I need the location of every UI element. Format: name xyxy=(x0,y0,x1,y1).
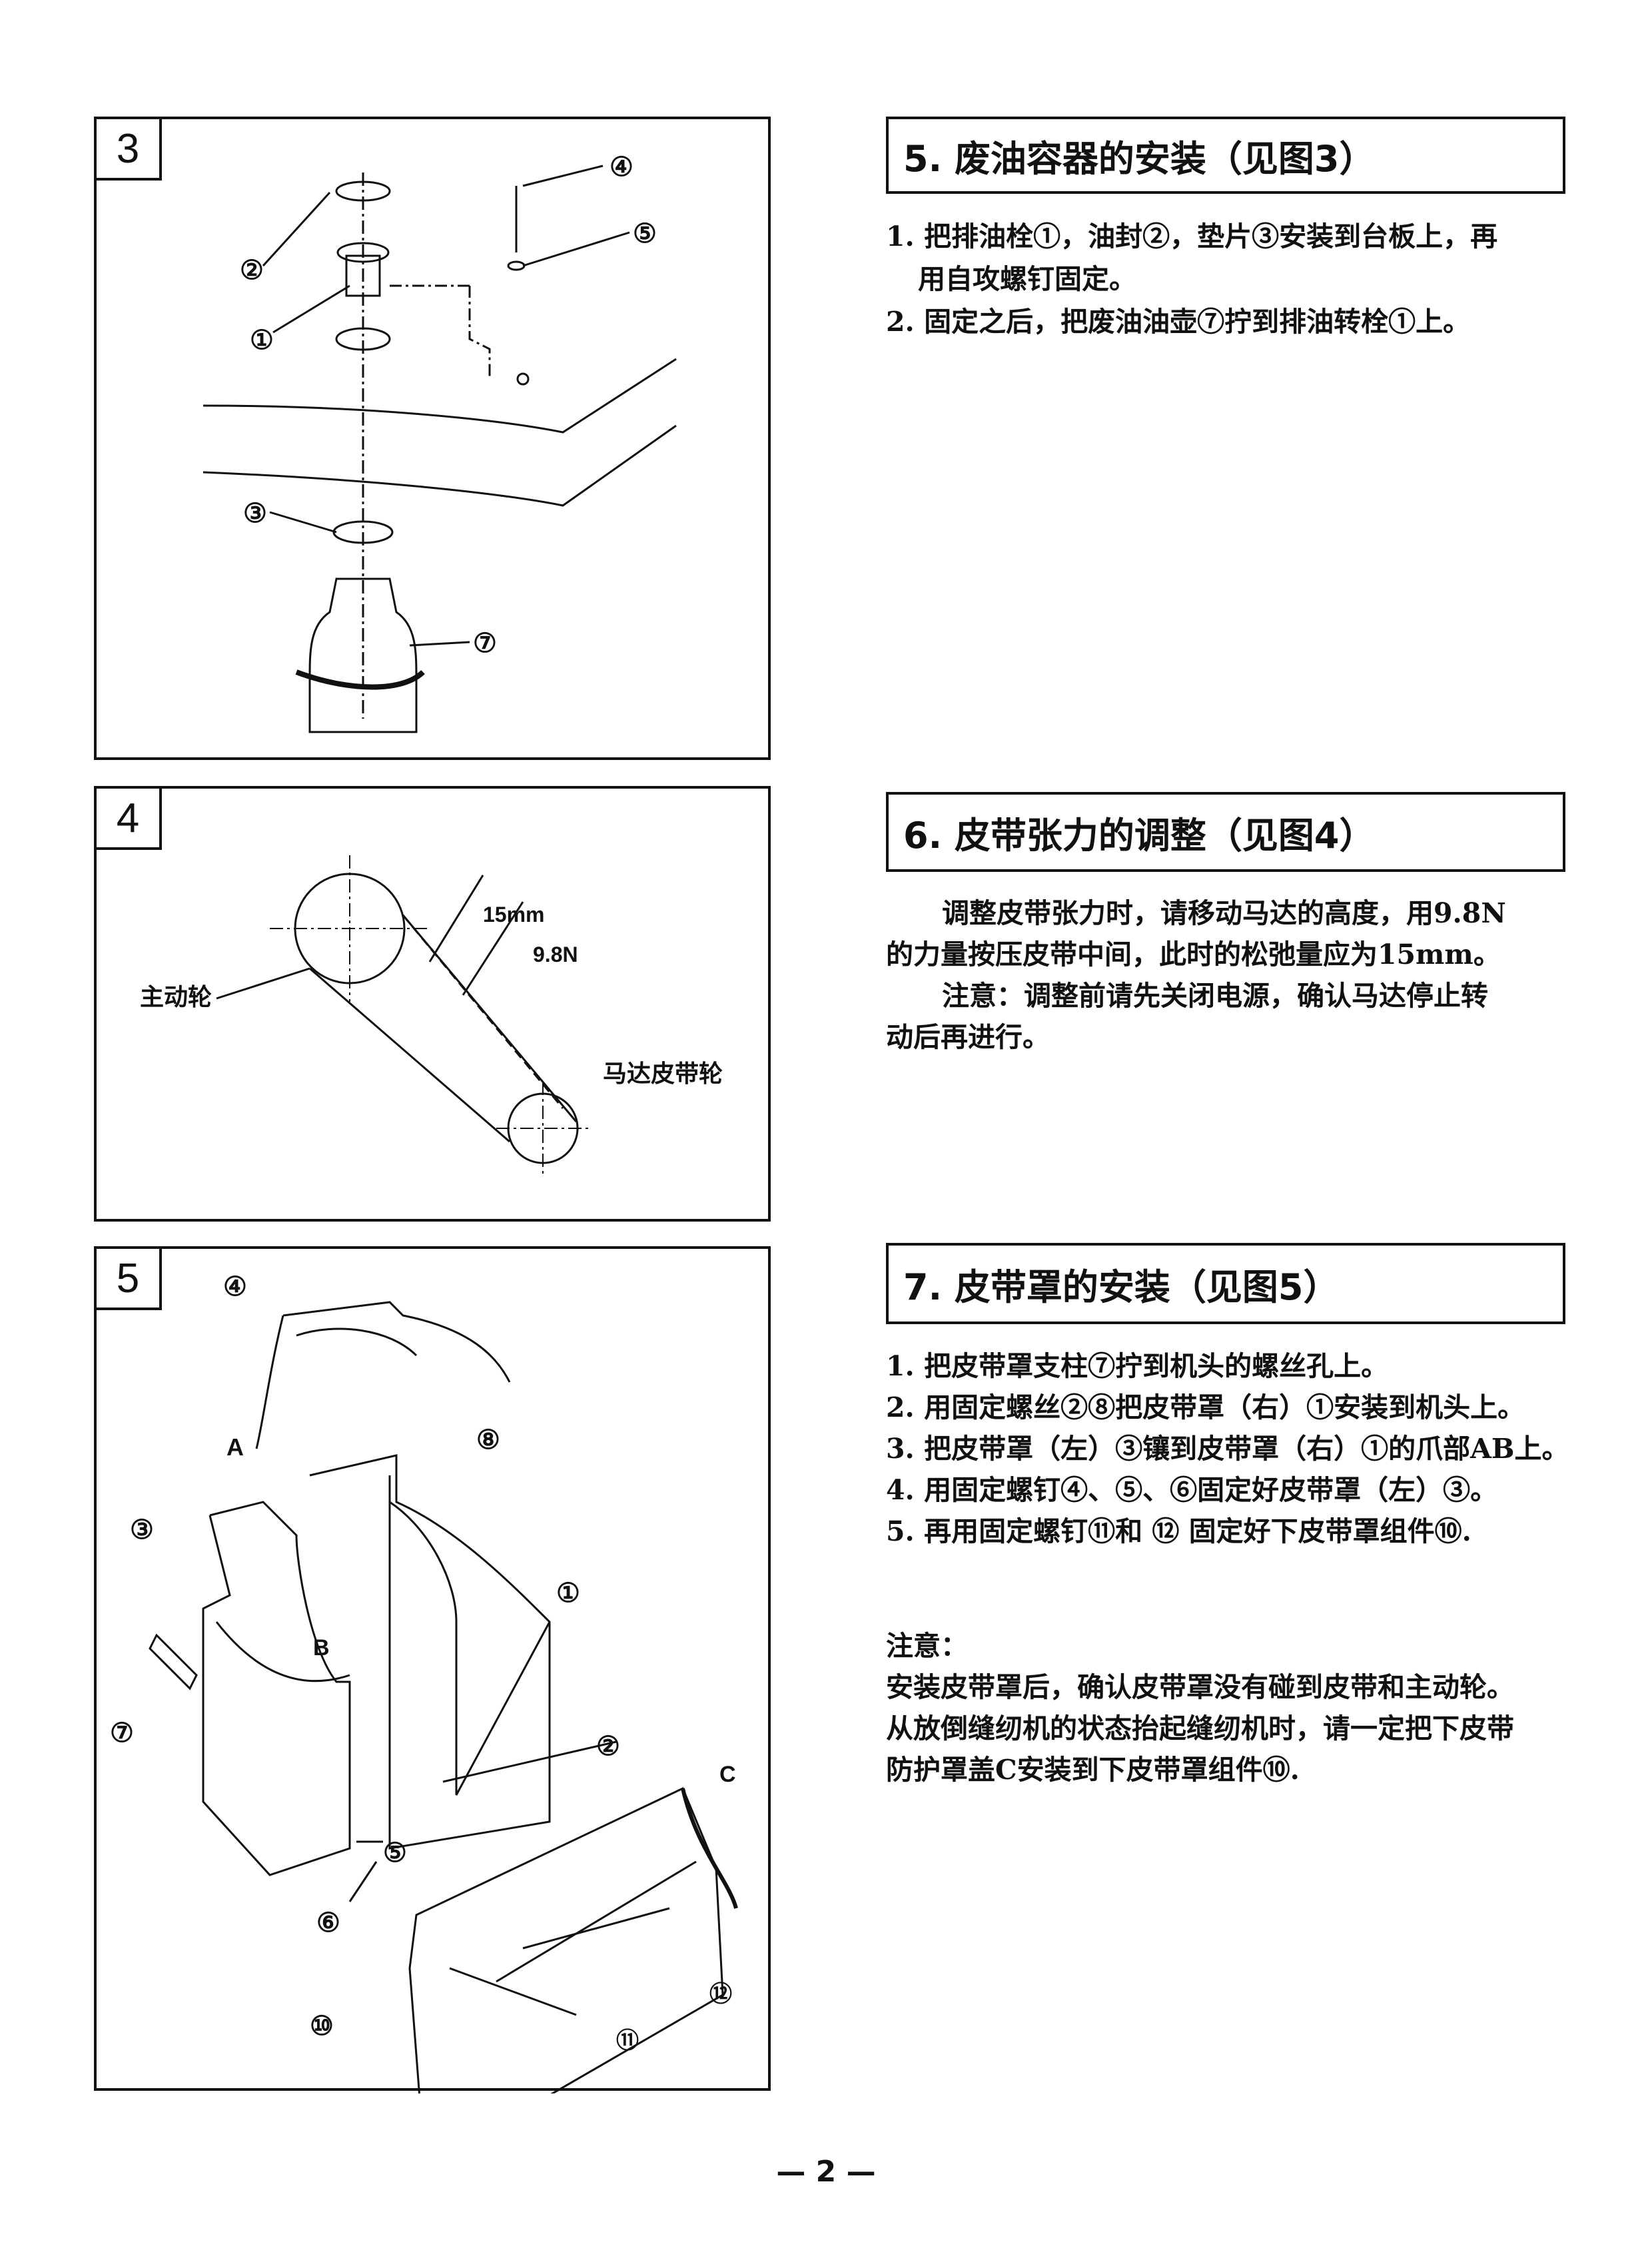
paragraph: 的力量按压皮带中间，此时的松弛量应为15mm。 xyxy=(886,938,1501,970)
paragraph: 安装皮带罩后，确认皮带罩没有碰到皮带和主动轮。 xyxy=(886,1671,1514,1703)
callout-5: ⑤ xyxy=(633,219,657,248)
section-5-body: 1. 把排油栓①，油封②，垫片③安装到台板上，再 用自攻螺钉固定。 2. 固定之… xyxy=(886,215,1579,343)
paragraph: 调整皮带张力时，请移动马达的高度，用9.8N xyxy=(942,897,1506,929)
callout-7: ⑦ xyxy=(473,629,497,658)
section-7-body: 1. 把皮带罩支柱⑦拧到机头的螺丝孔上。 2. 用固定螺丝②⑧把皮带罩（右）①安… xyxy=(886,1345,1579,1552)
paragraph: 2. 用固定螺丝②⑧把皮带罩（右）①安装到机头上。 xyxy=(886,1391,1525,1423)
oil-container-diagram: ④ ② ⑤ ① ③ ⑦ xyxy=(203,153,677,733)
paragraph: 4. 用固定螺钉④、⑤、⑥固定好皮带罩（左）③。 xyxy=(886,1474,1498,1506)
paragraph: 用自攻螺钉固定。 xyxy=(918,263,1136,295)
label-c: C xyxy=(719,1762,736,1787)
callout-2: ② xyxy=(596,1732,620,1761)
figure-number: 4 xyxy=(97,789,162,850)
paragraph: 动后再进行。 xyxy=(886,1021,1050,1053)
callout-3: ③ xyxy=(130,1515,154,1545)
figure-number: 3 xyxy=(97,119,162,181)
callout-2: ② xyxy=(240,256,264,285)
main-pulley-label: 主动轮 xyxy=(140,983,212,1010)
figure-4: 15mm 9.8N 主动轮 马达皮带轮 4 xyxy=(94,786,771,1222)
paragraph: 2. 固定之后，把废油油壶⑦拧到排油转栓①上。 xyxy=(886,306,1471,338)
section-6-body: 调整皮带张力时，请移动马达的高度，用9.8N 的力量按压皮带中间，此时的松弛量应… xyxy=(886,893,1579,1058)
page-number: — 2 — xyxy=(776,2155,876,2189)
paragraph: 注意：调整前请先关闭电源，确认马达停止转 xyxy=(942,980,1488,1012)
paragraph: 5. 再用固定螺钉⑪和 ⑫ 固定好下皮带罩组件⑩. xyxy=(886,1515,1471,1547)
callout-5: ⑤ xyxy=(383,1838,407,1868)
belt-tension-diagram: 15mm 9.8N 主动轮 马达皮带轮 xyxy=(140,855,723,1175)
figure-5: ④ A ⑧ ③ ① B ⑦ ② C ⑤ ⑥ ⑫ ⑩ ⑪ 5 xyxy=(94,1246,771,2093)
slack-label: 15mm xyxy=(483,903,545,927)
section-7-title: 7. 皮带罩的安装（见图5） xyxy=(886,1243,1565,1324)
paragraph: 3. 把皮带罩（左）③镶到皮带罩（右）①的爪部AB上。 xyxy=(886,1433,1569,1465)
section-6-title: 6. 皮带张力的调整（见图4） xyxy=(886,792,1565,872)
paragraph: 防护罩盖C安装到下皮带罩组件⑩. xyxy=(886,1754,1300,1786)
callout-1: ① xyxy=(250,326,274,355)
callout-12: ⑫ xyxy=(709,1982,732,2007)
label-b: B xyxy=(313,1635,330,1661)
paragraph: 从放倒缝纫机的状态抬起缝纫机时，请一定把下皮带 xyxy=(886,1712,1514,1744)
paragraph: 1. 把排油栓①，油封②，垫片③安装到台板上，再 xyxy=(886,220,1498,252)
callout-7: ⑦ xyxy=(110,1718,134,1748)
figure-3: ④ ② ⑤ ① ③ ⑦ 3 xyxy=(94,117,771,760)
note-title: 注意： xyxy=(886,1630,968,1662)
figure-number: 5 xyxy=(97,1249,162,1310)
belt-cover-diagram: ④ A ⑧ ③ ① B ⑦ ② C ⑤ ⑥ ⑫ ⑩ ⑪ xyxy=(110,1272,738,2093)
label-a: A xyxy=(226,1433,244,1461)
callout-4: ④ xyxy=(610,153,633,182)
motor-pulley-label: 马达皮带轮 xyxy=(603,1060,723,1087)
callout-3: ③ xyxy=(243,499,267,528)
section-7-note: 注意： 安装皮带罩后，确认皮带罩没有碰到皮带和主动轮。 从放倒缝纫机的状态抬起缝… xyxy=(886,1625,1579,1790)
callout-1: ① xyxy=(556,1579,580,1608)
callout-8: ⑧ xyxy=(476,1425,500,1455)
callout-4: ④ xyxy=(223,1272,247,1302)
callout-6: ⑥ xyxy=(316,1908,340,1938)
paragraph: 1. 把皮带罩支柱⑦拧到机头的螺丝孔上。 xyxy=(886,1350,1389,1382)
force-label: 9.8N xyxy=(533,942,578,966)
section-5-title: 5. 废油容器的安装（见图3） xyxy=(886,117,1565,194)
callout-11: ⑪ xyxy=(616,2028,639,2054)
callout-10: ⑩ xyxy=(310,2012,334,2041)
